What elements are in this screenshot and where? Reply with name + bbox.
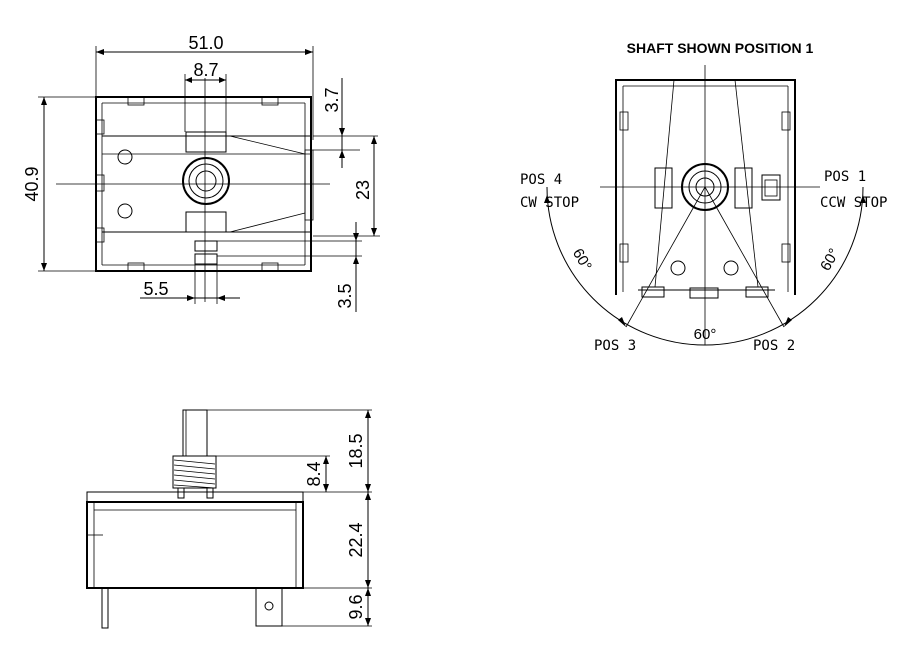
dim-overall-height: 40.9 [22,166,42,201]
label-pos-4: POS 4 [520,172,562,188]
label-cw-stop: CW STOP [520,195,579,211]
position-view: SHAFT SHOWN POSITION 1 [520,40,887,354]
dim-body-height: 22.4 [346,522,366,557]
dim-shaft-length: 18.5 [346,433,366,468]
terminal [101,587,109,629]
position-view-title: SHAFT SHOWN POSITION 1 [627,40,814,56]
terminal [255,587,283,627]
mount-hole [117,149,133,165]
label-pos-3: POS 3 [594,338,636,354]
shaft-circle [195,170,217,192]
shaft-boss [182,157,230,205]
side-view: 18.5 8.4 22.4 9.6 [86,409,372,629]
dim-top-offset: 3.7 [322,87,342,112]
dim-mount-spacing: 23 [353,180,373,200]
top-view: 51.0 8.7 40.9 3.7 23 3.5 [22,33,380,312]
dim-bushing-length: 8.4 [304,461,324,486]
shaft [182,409,208,457]
bushing [172,455,217,489]
mount-hole [117,203,133,219]
dim-bottom-offset: 3.5 [335,283,355,308]
dim-shaft-width: 8.7 [193,60,218,80]
label-angle-bottom: 60° [694,326,717,343]
rotation-arc [546,186,864,346]
terminal [194,240,218,252]
label-angle-left: 60° [569,246,595,274]
side-view-body [86,501,304,589]
label-ccw-stop: CCW STOP [820,195,887,211]
dim-overall-width: 51.0 [188,33,223,53]
dim-terminal-length: 9.6 [346,594,366,619]
dim-terminal-width: 5.5 [143,279,168,299]
label-pos-2: POS 2 [753,338,795,354]
label-pos-1: POS 1 [824,169,866,185]
